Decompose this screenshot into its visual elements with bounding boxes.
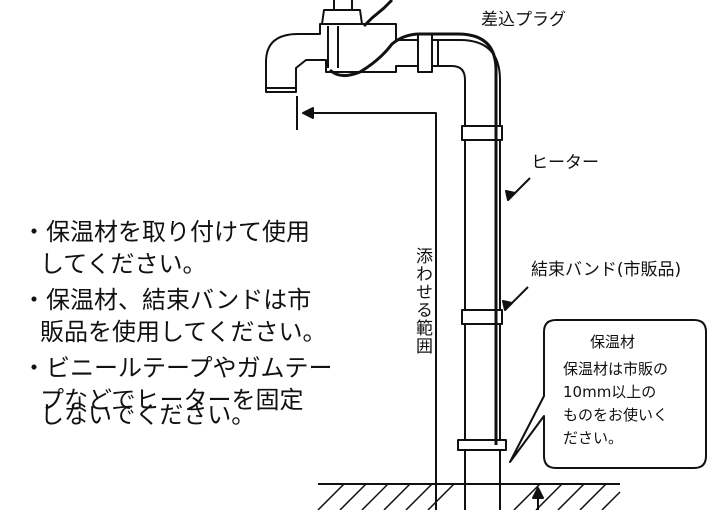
callout-body: 保温材は市販の 10mm以上の ものをお使いく ださい。 [563,358,695,450]
callout-title: 保温材 [590,333,636,351]
faucet-collar [327,26,339,68]
heater-cable [328,0,498,445]
band-label: 結束バンド(市販品) [531,260,682,280]
note-item: ・ビニールテープやガムテー プなどでヒーターを固定 [22,356,333,412]
ground-hatch [317,483,621,510]
heater-pointer-head [505,190,516,201]
pipe-band-middle [461,309,503,325]
note-line: プなどでヒーターを固定 [40,386,304,414]
range-bracket-line [303,112,437,510]
faucet-handle-top [333,0,353,10]
range-arrowhead [302,107,314,119]
note-line: ・保温材を取り付けて使用 [22,218,310,246]
note-line: 販品を使用してください。 [40,318,327,346]
callout-line: ださい。 [563,429,624,447]
callout-line: 10mm以上の [563,383,657,401]
note-line: ・保温材、結束バンドは市 [22,286,312,314]
callout-line: ものをお使いく [563,406,669,424]
note-line: してください。 [40,250,207,278]
note-item: ・保温材、結束バンドは市 販品を使用してください。 [22,288,327,344]
faucet-handle [321,9,363,25]
note-item: ・保温材を取り付けて使用 してください。 [22,220,310,276]
depth-arrowhead [532,487,544,499]
pipe-inner [438,65,466,510]
note-line: ・ビニールテープやガムテー [22,354,333,382]
callout-bubble [509,319,707,469]
pipe-lower-marker [457,439,507,451]
band-pointer-head [502,300,513,311]
pipe-band-top [461,125,503,141]
faucet-band [417,33,433,73]
heater-label: ヒーター [531,153,599,173]
note-line: しないでください。 [40,401,256,429]
range-label: 添わせる範囲 [412,247,432,355]
note-item: しないでください。 [22,395,255,427]
callout-line: 保温材は市販の [563,360,669,378]
pipe-outer [438,39,501,510]
plug-label: 差込プラグ [481,10,566,30]
